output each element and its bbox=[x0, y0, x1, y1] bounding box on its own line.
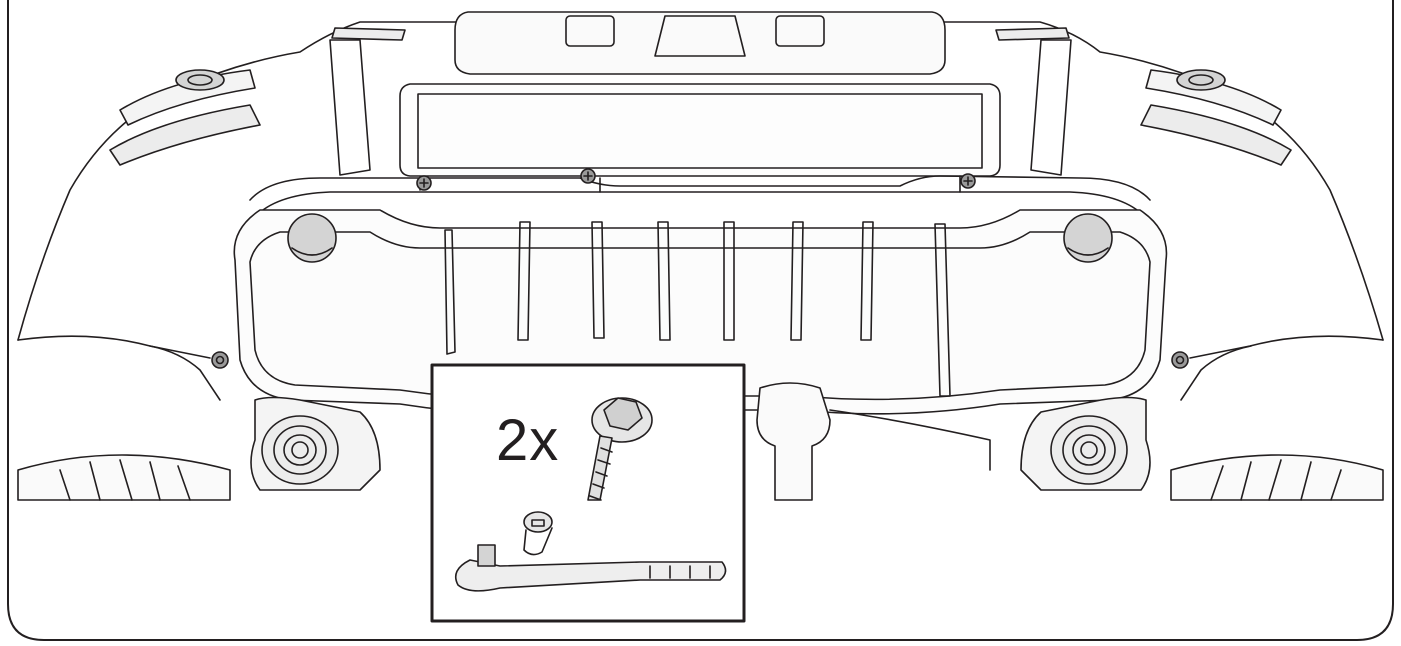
quantity-label: 2x bbox=[496, 408, 560, 473]
license-plate-recess bbox=[399, 83, 1001, 177]
side-bolts bbox=[211, 351, 1189, 369]
sensor-left bbox=[175, 69, 225, 91]
bumper-upper-edge bbox=[249, 175, 1151, 201]
socket-icon bbox=[523, 511, 553, 556]
tyre-left bbox=[17, 454, 231, 501]
bumper-slats bbox=[444, 221, 951, 397]
ratchet-wrench-icon bbox=[454, 544, 727, 592]
tyre-right bbox=[1170, 454, 1384, 501]
exhaust-tip-left bbox=[261, 415, 339, 485]
flange-bolt-icon bbox=[587, 397, 653, 501]
body-lower-right bbox=[1189, 335, 1384, 359]
tow-cover-left bbox=[287, 213, 337, 263]
sensor-right bbox=[1176, 69, 1226, 91]
tailgate-light-right bbox=[775, 15, 825, 47]
page-border bbox=[7, 0, 1394, 641]
tail-light-left bbox=[109, 104, 261, 166]
tow-cover-right bbox=[1063, 213, 1113, 263]
tail-light-right bbox=[1140, 104, 1292, 166]
tailgate-light-left bbox=[565, 15, 615, 47]
tailgate-upper bbox=[454, 11, 946, 75]
exhaust-tip-right bbox=[1050, 415, 1128, 485]
body-lower-left bbox=[17, 335, 211, 359]
hitch bbox=[756, 382, 831, 501]
